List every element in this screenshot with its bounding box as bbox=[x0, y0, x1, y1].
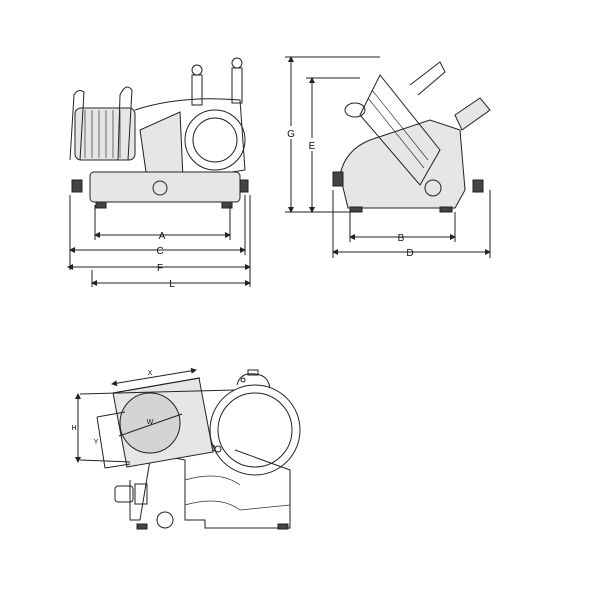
dimension-label-g: G bbox=[287, 129, 295, 140]
dimension-label-b: B bbox=[398, 233, 405, 244]
dimension-label-y: Y bbox=[94, 439, 99, 446]
dimension-label-c: C bbox=[156, 246, 163, 257]
top-view: X H Y W bbox=[71, 367, 301, 530]
side-view: G E B D bbox=[284, 56, 491, 259]
front-view: A C F L bbox=[67, 57, 251, 290]
dimension-label-l: L bbox=[169, 279, 175, 290]
dimension-label-a: A bbox=[159, 231, 166, 242]
dimension-label-w: W bbox=[147, 419, 154, 426]
dimension-label-h: H bbox=[71, 425, 76, 432]
top-view-drawing bbox=[114, 369, 301, 530]
dimension-label-d: D bbox=[406, 248, 413, 259]
side-view-drawing bbox=[332, 61, 491, 213]
dimension-label-f: F bbox=[157, 263, 163, 274]
dimension-label-x: X bbox=[148, 370, 153, 377]
dimension-label-e: E bbox=[309, 141, 316, 152]
front-view-drawing bbox=[69, 57, 249, 209]
